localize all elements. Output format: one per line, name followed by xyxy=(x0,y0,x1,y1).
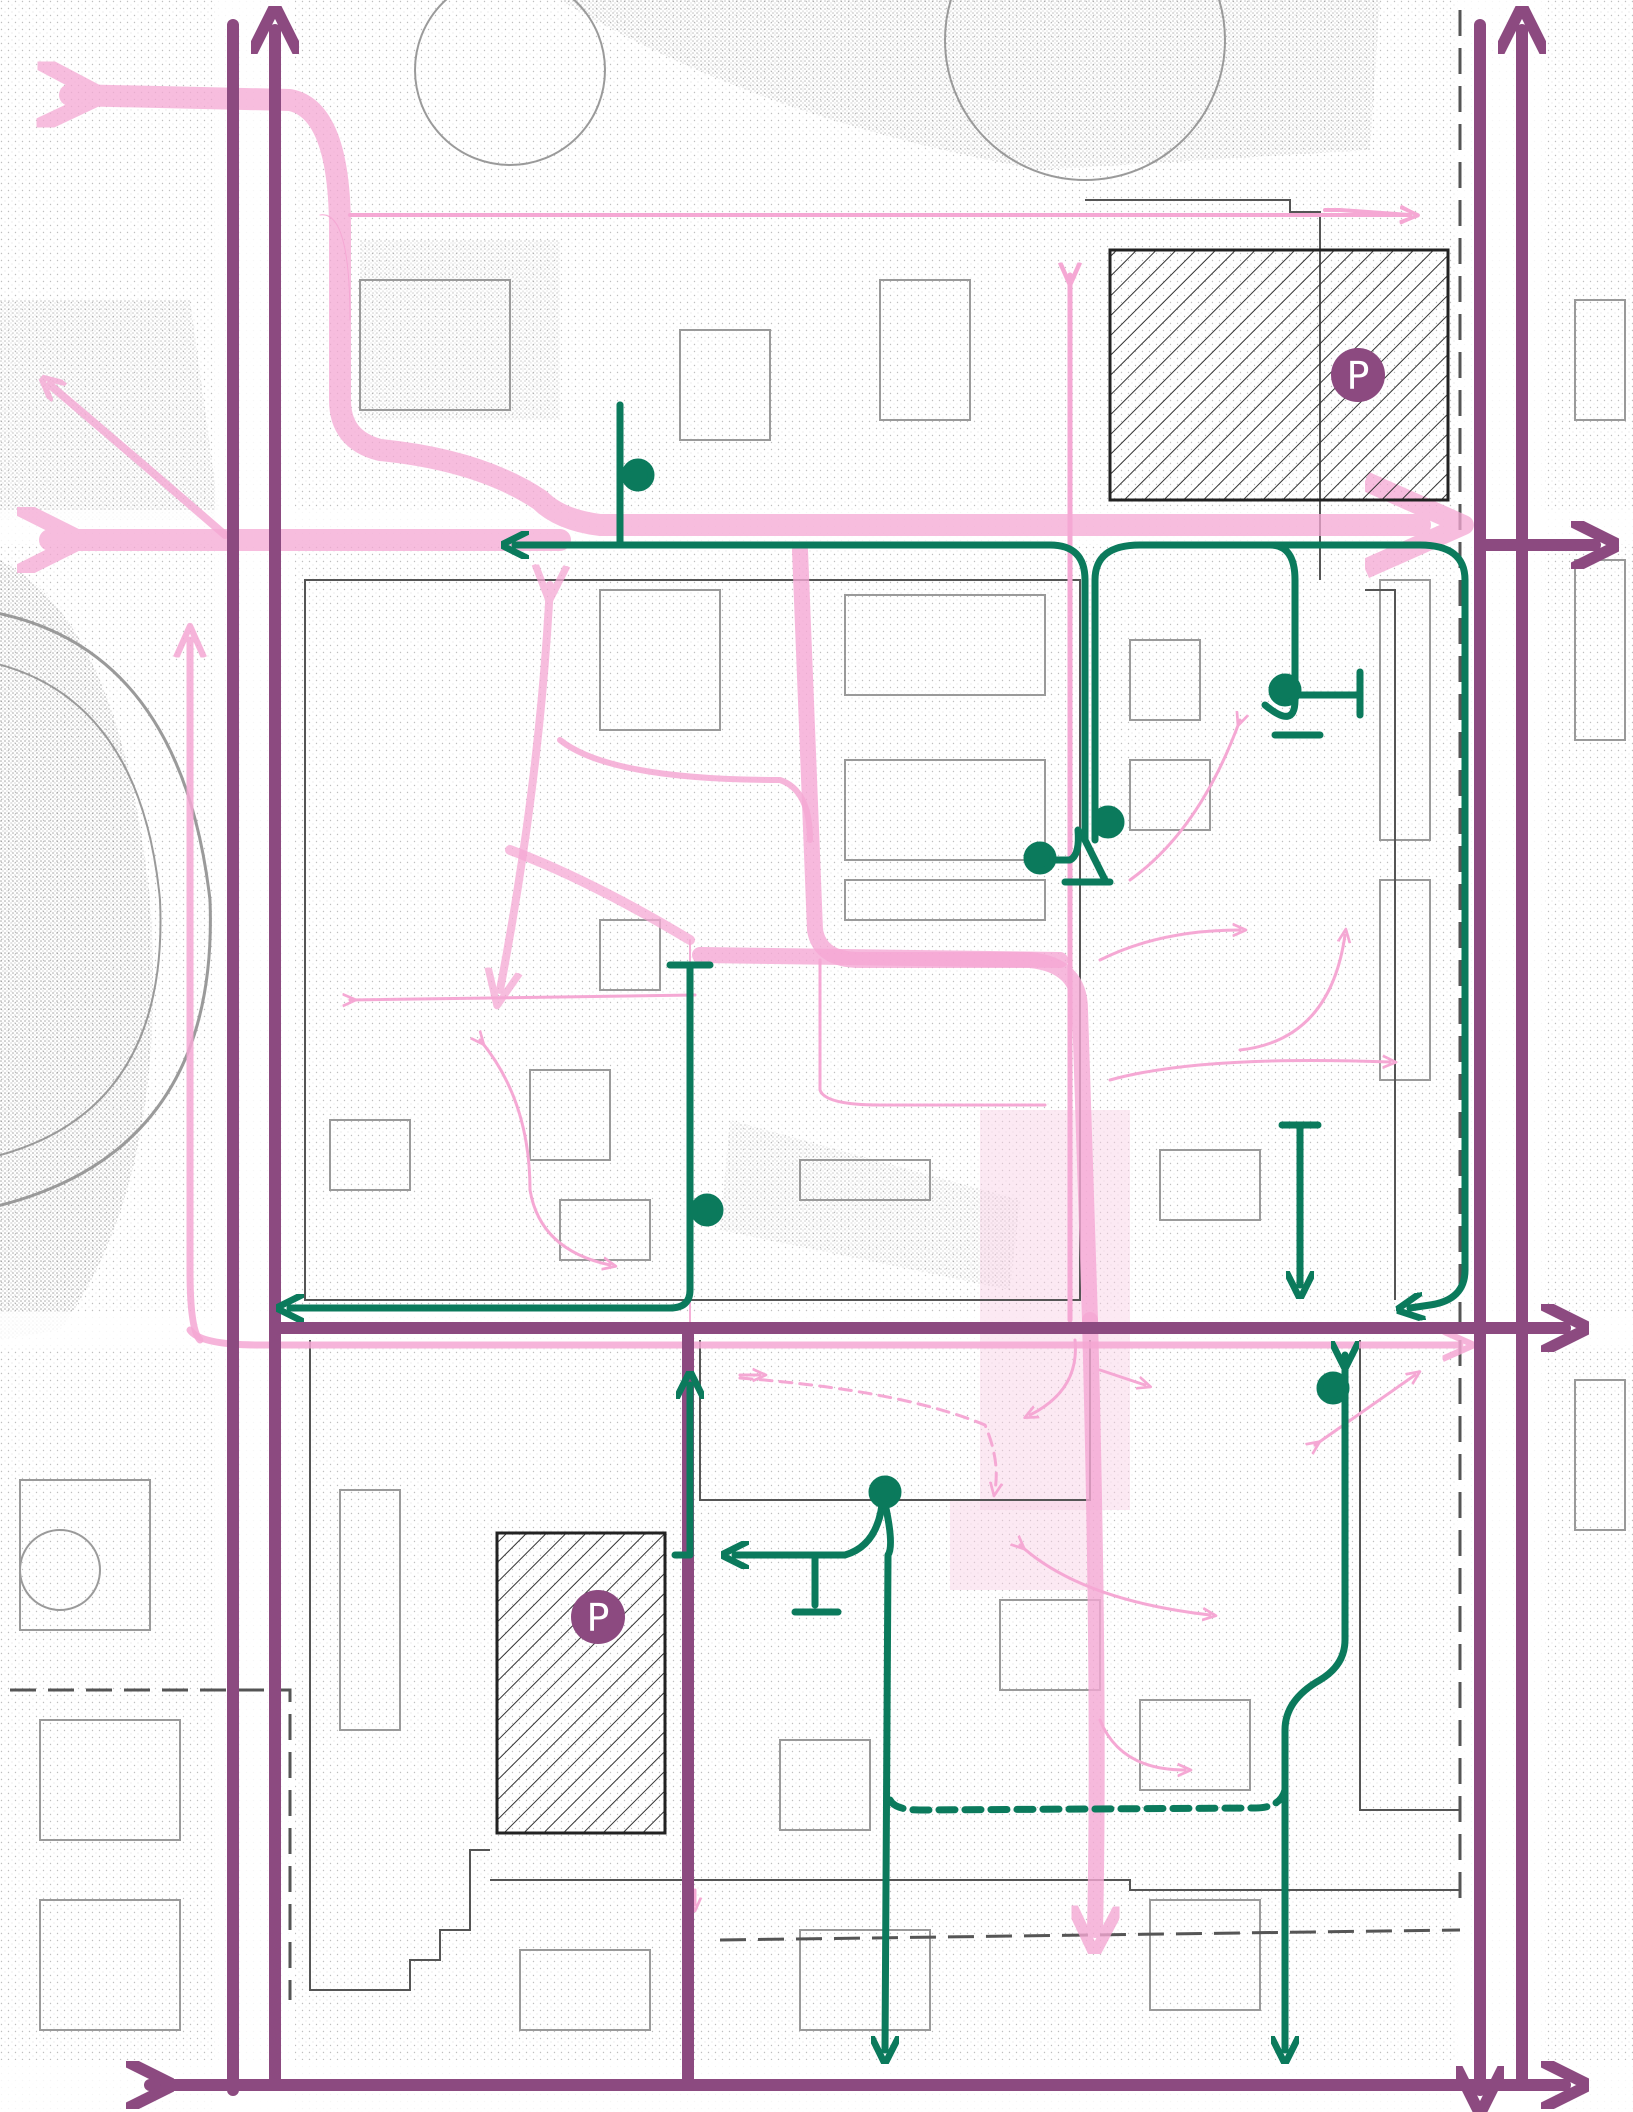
parking-label: P xyxy=(587,1596,610,1640)
vehicle-routes xyxy=(290,401,1469,2050)
parking-lot-north: P xyxy=(1108,248,1450,502)
parking-lot-south: P xyxy=(495,1531,667,1835)
parking-p-icon: P xyxy=(571,1590,625,1644)
dot-terminal-icon xyxy=(1091,805,1125,839)
dot-terminal-icon xyxy=(1023,841,1057,875)
parking-p-icon: P xyxy=(1331,348,1385,402)
vehicle-terminals xyxy=(616,401,1364,1616)
dot-terminal-icon xyxy=(868,1475,902,1509)
pedestrian-routes xyxy=(50,95,1460,1930)
dot-terminal-icon xyxy=(1316,1371,1350,1405)
dot-terminal-icon xyxy=(690,1193,724,1227)
major-roads xyxy=(150,25,1595,2090)
parking-label: P xyxy=(1347,354,1370,398)
dot-terminal-icon xyxy=(1268,673,1302,707)
